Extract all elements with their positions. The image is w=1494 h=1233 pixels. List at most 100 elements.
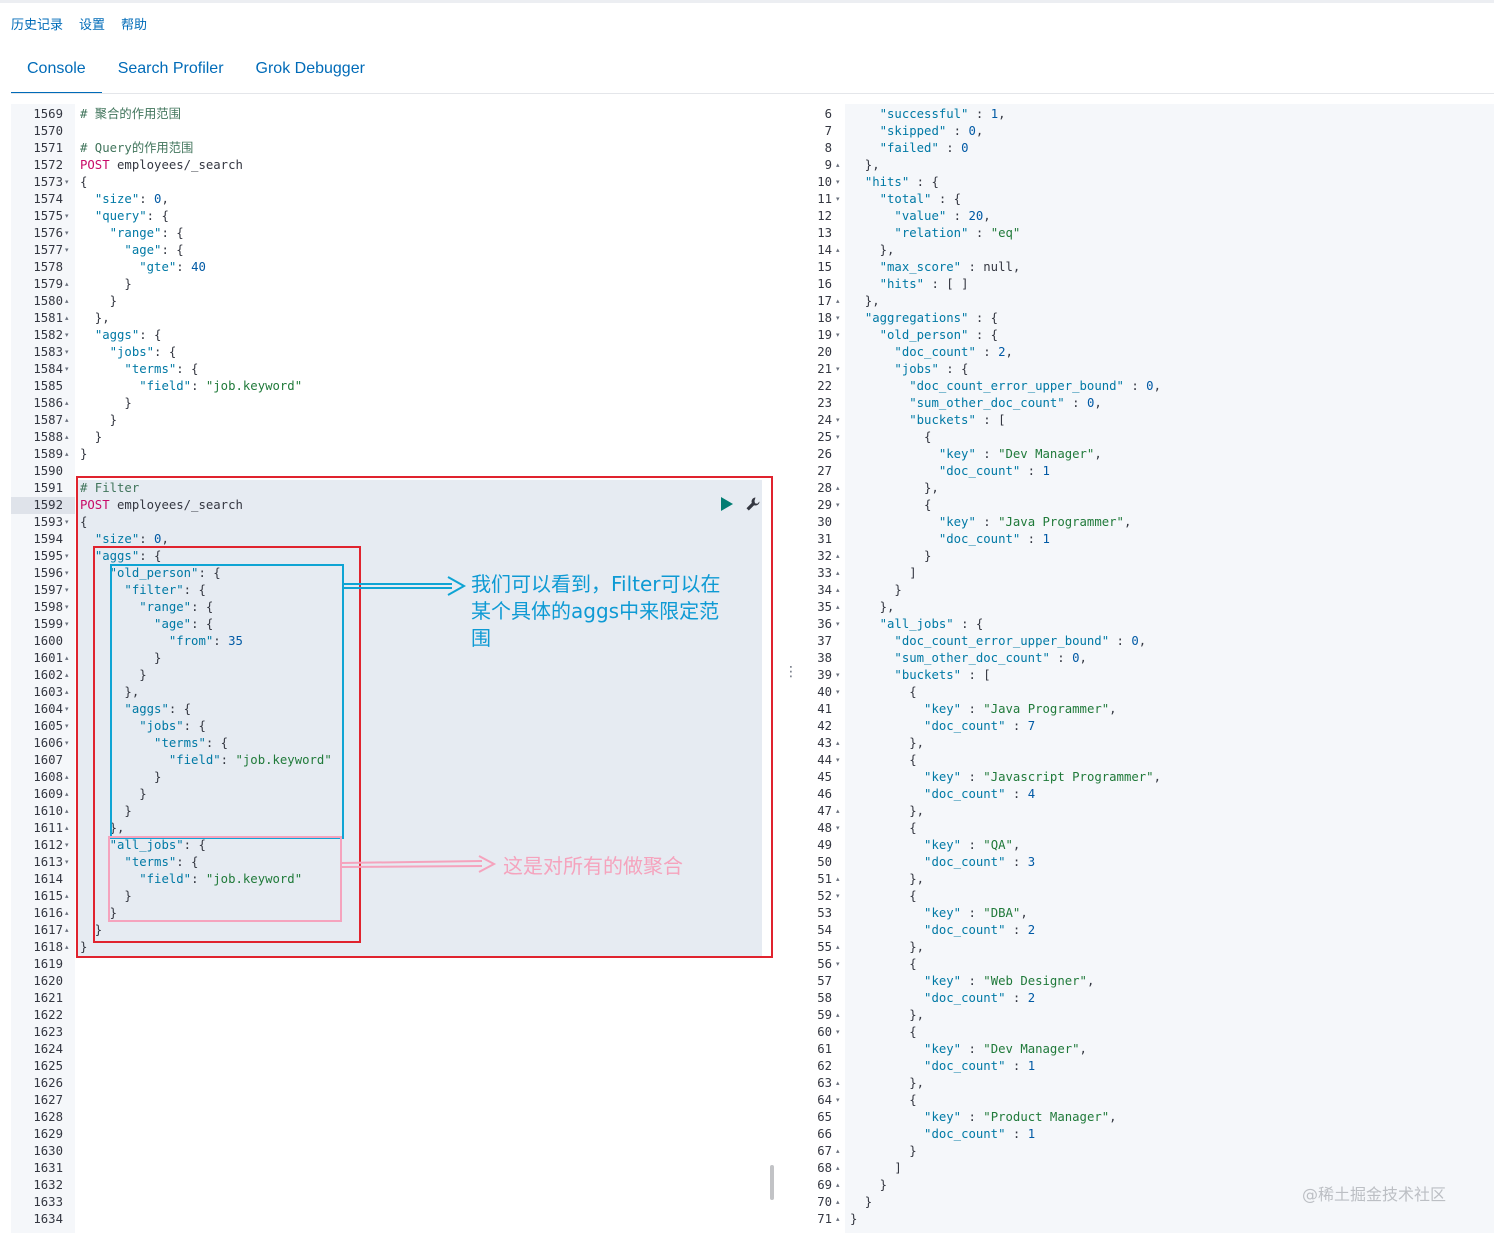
fold-open-icon[interactable]: ▾ bbox=[836, 1028, 840, 1036]
response-viewer[interactable] bbox=[845, 104, 1494, 1233]
tab-console[interactable]: Console bbox=[11, 54, 102, 94]
response-line-number: 27 bbox=[817, 464, 832, 478]
panel-resize-handle[interactable]: ⋮ bbox=[784, 664, 798, 680]
fold-open-icon[interactable]: ▾ bbox=[65, 620, 69, 628]
fold-open-icon[interactable]: ▾ bbox=[65, 569, 69, 577]
fold-open-icon[interactable]: ▾ bbox=[836, 671, 840, 679]
fold-close-icon[interactable]: ▴ bbox=[65, 671, 69, 679]
fold-open-icon[interactable]: ▾ bbox=[65, 246, 69, 254]
fold-open-icon[interactable]: ▾ bbox=[65, 841, 69, 849]
response-code-line: { bbox=[850, 685, 917, 699]
fold-open-icon[interactable]: ▾ bbox=[836, 314, 840, 322]
fold-close-icon[interactable]: ▴ bbox=[836, 875, 840, 883]
fold-close-icon[interactable]: ▴ bbox=[836, 246, 840, 254]
fold-close-icon[interactable]: ▴ bbox=[836, 161, 840, 169]
fold-open-icon[interactable]: ▾ bbox=[65, 552, 69, 560]
selected-request-line-bg bbox=[78, 548, 762, 565]
fold-close-icon[interactable]: ▴ bbox=[836, 603, 840, 611]
fold-open-icon[interactable]: ▾ bbox=[65, 348, 69, 356]
response-line-number: 15 bbox=[817, 260, 832, 274]
response-code-line: "buckets" : [ bbox=[894, 668, 991, 682]
fold-close-icon[interactable]: ▴ bbox=[65, 399, 69, 407]
fold-open-icon[interactable]: ▾ bbox=[836, 416, 840, 424]
fold-close-icon[interactable]: ▴ bbox=[836, 484, 840, 492]
selected-request-line-bg bbox=[78, 582, 762, 599]
fold-open-icon[interactable]: ▾ bbox=[65, 722, 69, 730]
fold-close-icon[interactable]: ▴ bbox=[65, 790, 69, 798]
send-request-icon[interactable] bbox=[721, 497, 733, 511]
fold-open-icon[interactable]: ▾ bbox=[836, 756, 840, 764]
fold-close-icon[interactable]: ▴ bbox=[65, 807, 69, 815]
fold-close-icon[interactable]: ▴ bbox=[65, 943, 69, 951]
fold-close-icon[interactable]: ▴ bbox=[836, 1164, 840, 1172]
fold-close-icon[interactable]: ▴ bbox=[836, 586, 840, 594]
fold-close-icon[interactable]: ▴ bbox=[65, 824, 69, 832]
fold-open-icon[interactable]: ▾ bbox=[65, 603, 69, 611]
fold-close-icon[interactable]: ▴ bbox=[65, 688, 69, 696]
request-line-number: 1589 bbox=[33, 447, 63, 461]
request-code-line: }, bbox=[80, 311, 110, 325]
fold-open-icon[interactable]: ▾ bbox=[65, 739, 69, 747]
response-code-line: "doc_count" : 4 bbox=[924, 787, 1036, 801]
fold-close-icon[interactable]: ▴ bbox=[65, 654, 69, 662]
menu-help[interactable]: 帮助 bbox=[121, 18, 148, 33]
wrench-icon[interactable] bbox=[745, 496, 761, 512]
fold-open-icon[interactable]: ▾ bbox=[65, 178, 69, 186]
fold-close-icon[interactable]: ▴ bbox=[836, 1079, 840, 1087]
menu-history[interactable]: 历史记录 bbox=[11, 18, 64, 33]
fold-close-icon[interactable]: ▴ bbox=[836, 1147, 840, 1155]
fold-open-icon[interactable]: ▾ bbox=[65, 212, 69, 220]
response-code-line: "max_score" : null, bbox=[879, 260, 1021, 274]
fold-close-icon[interactable]: ▴ bbox=[65, 892, 69, 900]
fold-close-icon[interactable]: ▴ bbox=[836, 1198, 840, 1206]
fold-close-icon[interactable]: ▴ bbox=[836, 739, 840, 747]
fold-open-icon[interactable]: ▾ bbox=[65, 858, 69, 866]
fold-open-icon[interactable]: ▾ bbox=[65, 705, 69, 713]
fold-close-icon[interactable]: ▴ bbox=[65, 909, 69, 917]
tab-search-profiler[interactable]: Search Profiler bbox=[117, 60, 224, 77]
fold-open-icon[interactable]: ▾ bbox=[65, 365, 69, 373]
fold-open-icon[interactable]: ▾ bbox=[836, 195, 840, 203]
fold-close-icon[interactable]: ▴ bbox=[836, 297, 840, 305]
fold-close-icon[interactable]: ▴ bbox=[836, 943, 840, 951]
menu-settings[interactable]: 设置 bbox=[79, 18, 106, 33]
fold-open-icon[interactable]: ▾ bbox=[65, 518, 69, 526]
tab-grok-debugger[interactable]: Grok Debugger bbox=[255, 60, 365, 77]
fold-open-icon[interactable]: ▾ bbox=[65, 331, 69, 339]
request-scrollbar[interactable] bbox=[770, 1165, 774, 1200]
fold-close-icon[interactable]: ▴ bbox=[65, 314, 69, 322]
fold-open-icon[interactable]: ▾ bbox=[836, 892, 840, 900]
fold-close-icon[interactable]: ▴ bbox=[65, 280, 69, 288]
fold-close-icon[interactable]: ▴ bbox=[65, 416, 69, 424]
fold-close-icon[interactable]: ▴ bbox=[836, 1011, 840, 1019]
fold-open-icon[interactable]: ▾ bbox=[836, 433, 840, 441]
fold-close-icon[interactable]: ▴ bbox=[65, 297, 69, 305]
fold-open-icon[interactable]: ▾ bbox=[836, 365, 840, 373]
fold-open-icon[interactable]: ▾ bbox=[836, 824, 840, 832]
fold-open-icon[interactable]: ▾ bbox=[836, 501, 840, 509]
response-line-number: 48 bbox=[817, 821, 832, 835]
fold-close-icon[interactable]: ▴ bbox=[836, 1215, 840, 1223]
fold-open-icon[interactable]: ▾ bbox=[836, 688, 840, 696]
fold-close-icon[interactable]: ▴ bbox=[65, 433, 69, 441]
fold-open-icon[interactable]: ▾ bbox=[836, 1096, 840, 1104]
fold-open-icon[interactable]: ▾ bbox=[65, 229, 69, 237]
response-line-number: 46 bbox=[817, 787, 832, 801]
fold-close-icon[interactable]: ▴ bbox=[65, 926, 69, 934]
fold-open-icon[interactable]: ▾ bbox=[836, 331, 840, 339]
response-code-line: "skipped" : 0, bbox=[879, 124, 984, 138]
fold-open-icon[interactable]: ▾ bbox=[836, 178, 840, 186]
fold-close-icon[interactable]: ▴ bbox=[65, 450, 69, 458]
fold-close-icon[interactable]: ▴ bbox=[836, 1181, 840, 1189]
fold-close-icon[interactable]: ▴ bbox=[836, 569, 840, 577]
fold-close-icon[interactable]: ▴ bbox=[836, 552, 840, 560]
fold-open-icon[interactable]: ▾ bbox=[836, 620, 840, 628]
request-code-line: "field": "job.keyword" bbox=[139, 379, 303, 393]
fold-close-icon[interactable]: ▴ bbox=[65, 773, 69, 781]
request-line-number: 1585 bbox=[33, 379, 63, 393]
response-line-number: 63 bbox=[817, 1076, 832, 1090]
response-line-number: 12 bbox=[817, 209, 832, 223]
fold-open-icon[interactable]: ▾ bbox=[836, 960, 840, 968]
fold-open-icon[interactable]: ▾ bbox=[65, 586, 69, 594]
fold-close-icon[interactable]: ▴ bbox=[836, 807, 840, 815]
